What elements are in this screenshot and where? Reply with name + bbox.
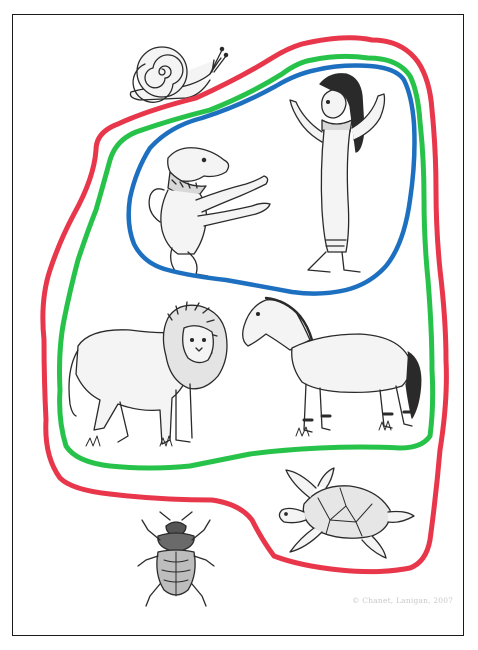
- scarab-beetle-icon: [138, 512, 214, 606]
- egyptian-woman-icon: [290, 74, 385, 272]
- copyright-credit: © Chanet, Lanigan, 2007: [352, 596, 453, 605]
- outer-region-boundary: [43, 38, 447, 572]
- snail-icon: [130, 47, 227, 102]
- horse-icon: [243, 298, 421, 436]
- baboon-icon: [149, 148, 270, 276]
- lion-icon: [69, 302, 227, 446]
- sea-turtle-icon: [279, 468, 414, 558]
